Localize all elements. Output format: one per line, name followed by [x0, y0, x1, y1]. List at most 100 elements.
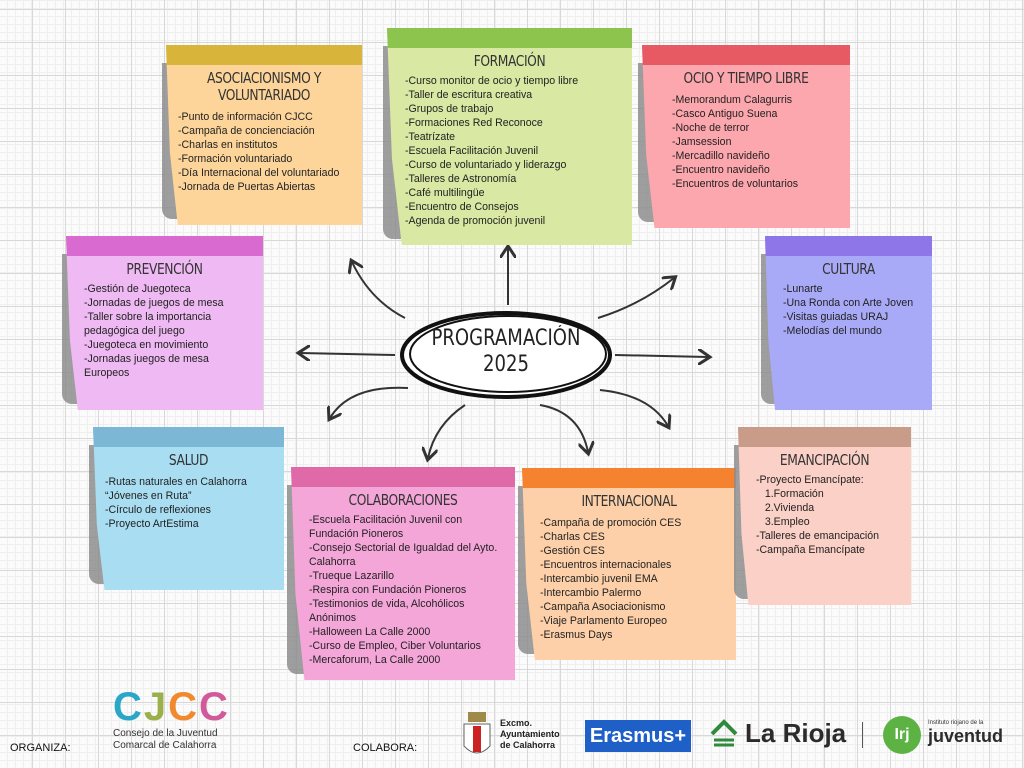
note-item: -Campaña de promoción CES — [540, 517, 682, 529]
note-item: -Proyecto ArtEstima — [105, 518, 199, 530]
note-paper: SALUD -Rutas naturales en Calahorra “Jóv… — [93, 427, 284, 590]
hand-drawn-ellipse — [400, 311, 612, 399]
note-item: -Campaña de concienciación — [178, 125, 315, 137]
note-item: -Agenda de promoción juvenil — [405, 215, 546, 227]
note-tape — [522, 468, 736, 488]
note-items: -Curso monitor de ocio y tiempo libre -Ta… — [387, 74, 632, 228]
note-item: -Encuentro de Consejos — [405, 201, 519, 213]
note-item: -Campaña Emancípate — [756, 544, 865, 556]
la-rioja-logo: La Rioja — [745, 718, 847, 748]
note-prevencion: PREVENCIÓN -Gestión de Juegoteca-Jornada… — [62, 236, 263, 410]
note-items: -Punto de información CJCC -Campaña de co… — [166, 110, 362, 194]
note-items: -Campaña de promoción CES-Charlas CES-Ge… — [522, 516, 736, 642]
note-paper: INTERNACIONAL -Campaña de promoción CES -… — [522, 468, 736, 660]
note-item: -Encuentros internacionales — [540, 559, 672, 571]
note-item: -Taller sobre la importancia pedagógica … — [84, 311, 215, 337]
note-item: -Intercambio juvenil EMA — [540, 573, 658, 585]
ayuntamiento-line1: Excmo. — [500, 718, 533, 728]
ayuntamiento-line2: Ayuntamiento — [500, 729, 560, 739]
note-title: CULTURA — [822, 260, 875, 278]
note-title: COLABORACIONES — [348, 491, 458, 509]
note-items: -Memorandum Calagurris -Casco Antiguo Sue… — [642, 93, 850, 191]
note-item: -Jamsession — [672, 136, 732, 148]
note-item: -Grupos de trabajo — [405, 103, 494, 115]
arrow-colaboraciones — [428, 404, 466, 458]
note-internacional: INTERNACIONAL -Campaña de promoción CES -… — [518, 468, 736, 660]
erasmus-logo: Erasmus+ — [585, 720, 691, 752]
note-paper: COLABORACIONES -Escuela Facilitación Juv… — [291, 467, 515, 680]
note-item: -Jornada de Puertas Abiertas — [178, 181, 316, 193]
note-item: -Curso monitor de ocio y tiempo libre — [405, 75, 579, 87]
note-item: -Noche de terror — [672, 122, 750, 134]
note-item: -Una Ronda con Arte Joven — [783, 297, 914, 309]
note-tape — [387, 28, 632, 48]
note-item: -Intercambio Palermo — [540, 587, 642, 599]
arrow-internacional — [539, 404, 588, 452]
note-item: -Consejo Sectorial de Igualdad del Ayto.… — [309, 542, 501, 568]
logo-divider — [862, 722, 863, 748]
irj-line1: Instituto riojano de la — [928, 720, 984, 726]
note-emancipacion: EMANCIPACIÓN -Proyecto Emancípate: 1.For… — [734, 427, 911, 605]
note-salud: SALUD -Rutas naturales en Calahorra “Jóv… — [89, 427, 284, 590]
note-item: -Formaciones Red Reconoce — [405, 117, 543, 129]
note-item: -Mercaforum, La Calle 2000 — [309, 654, 441, 666]
note-item: -Día Internacional del voluntariado — [178, 167, 340, 179]
note-item: -Campaña Asociacionismo — [540, 601, 666, 613]
note-tape — [642, 45, 850, 65]
note-tape — [166, 45, 362, 65]
note-title: EMANCIPACIÓN — [779, 451, 870, 469]
note-formacion: FORMACIÓN -Curso monitor de ocio y tiemp… — [383, 28, 632, 245]
note-paper: EMANCIPACIÓN -Proyecto Emancípate: 1.For… — [738, 427, 911, 605]
note-item: -Curso de voluntariado y liderazgo — [405, 159, 567, 171]
note-item: -Melodías del mundo — [783, 325, 882, 337]
note-title: SALUD — [168, 451, 209, 469]
note-item: -Visitas guiadas URAJ — [783, 311, 889, 323]
note-item: -Erasmus Days — [540, 629, 613, 641]
note-asociacionismo: ASOCIACIONISMO Y VOLUNTARIADO -Punto de … — [162, 45, 362, 225]
note-colaboraciones: COLABORACIONES -Escuela Facilitación Juv… — [287, 467, 515, 680]
note-item: -Jornadas juegos de mesa Europeos — [84, 353, 212, 379]
organiza-label: ORGANIZA: — [10, 742, 71, 754]
note-paper: ASOCIACIONISMO Y VOLUNTARIADO -Punto de … — [166, 45, 362, 225]
note-paper: CULTURA -Lunarte -Una Ronda con Arte Jove… — [765, 236, 932, 410]
note-item: -Memorandum Calagurris — [672, 94, 793, 106]
note-item: -Punto de información CJCC — [178, 111, 313, 123]
note-tape — [291, 467, 515, 487]
note-item: -Juegoteca en movimiento — [84, 339, 209, 351]
irj-line2: juventud — [928, 726, 1003, 746]
colabora-label: COLABORA: — [353, 742, 418, 754]
note-title: OCIO Y TIEMPO LIBRE — [683, 69, 809, 87]
central-title-line2: 2025 — [483, 352, 529, 377]
arrow-asociacionismo — [352, 262, 406, 319]
note-item: 1.Formación — [756, 488, 824, 500]
note-cultura: CULTURA -Lunarte -Una Ronda con Arte Jove… — [761, 236, 932, 410]
note-item: -Taller de escritura creativa — [405, 89, 533, 101]
note-item: -Talleres de emancipación — [756, 530, 880, 542]
ayuntamiento-line3: de Calahorra — [500, 740, 556, 750]
note-item: -Jornadas de juegos de mesa — [84, 297, 224, 309]
cjcc-logo: CJCC Consejo de la Juventud Comarcal de … — [113, 686, 230, 752]
note-items: -Proyecto Emancípate: 1.Formación 2.Vivi… — [738, 473, 911, 557]
note-item: -Escuela Facilitación Juvenil con Fundac… — [309, 514, 466, 540]
note-item: -Testimonios de vida, Alcohólicos Anónim… — [309, 598, 467, 624]
note-tape — [738, 427, 911, 447]
arrow-ocio — [597, 278, 674, 319]
calahorra-coat-of-arms-icon — [460, 712, 494, 760]
note-item: -Encuentros de voluntarios — [672, 178, 799, 190]
note-tape — [765, 236, 932, 256]
arrow-emancipacion — [599, 389, 668, 426]
note-item: -Curso de Empleo, Ciber Voluntarios — [309, 640, 481, 652]
note-item: -Formación voluntariado — [178, 153, 293, 165]
note-item: 2.Vivienda — [756, 502, 815, 514]
irj-logo-text: Instituto riojano de la juventud — [928, 720, 1003, 746]
note-item: -Charlas CES — [540, 531, 605, 543]
note-title: INTERNACIONAL — [581, 492, 677, 510]
cjcc-logo-mark: CJCC — [113, 685, 230, 729]
note-ocio: OCIO Y TIEMPO LIBRE -Memorandum Calagurr… — [638, 45, 850, 228]
note-item: -Casco Antiguo Suena — [672, 108, 778, 120]
arrow-prevencion — [300, 353, 396, 355]
note-title: ASOCIACIONISMO Y VOLUNTARIADO — [206, 69, 322, 104]
note-item: -Teatrízate — [405, 131, 456, 143]
note-item: -Lunarte — [783, 283, 823, 295]
